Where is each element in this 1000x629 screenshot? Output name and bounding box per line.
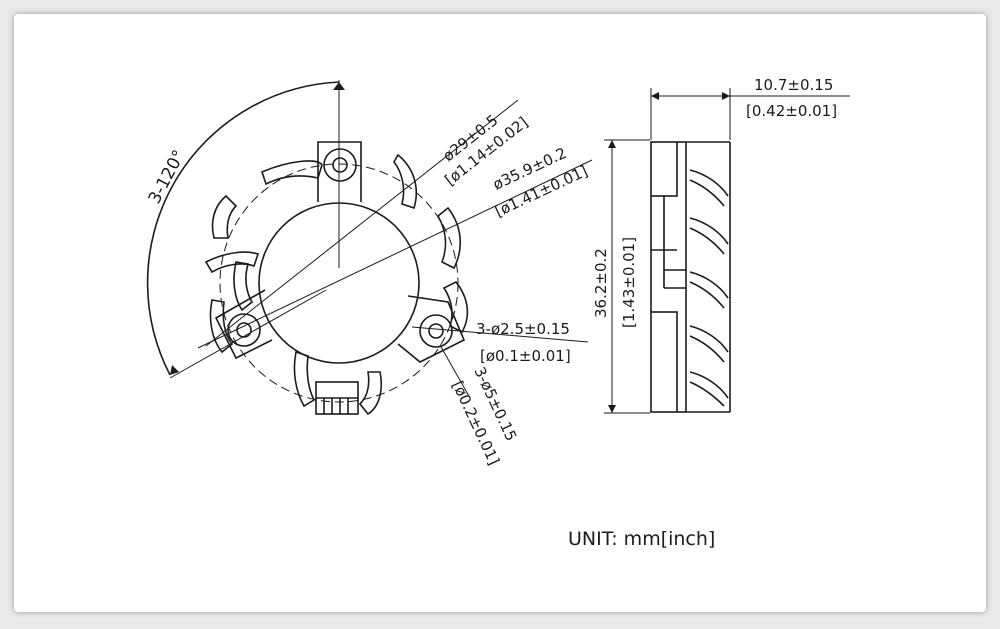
top-pad <box>323 148 357 182</box>
right-hole <box>428 323 444 339</box>
height-inch-label: [1.43±0.01] <box>620 237 638 328</box>
side-body <box>650 141 731 413</box>
left-mount-tab <box>214 289 273 360</box>
top-hole <box>332 157 348 173</box>
fan-side-view: 10.7±0.15 [0.42±0.01] 36.2±0.2 [1.43±0.0… <box>592 76 850 414</box>
hole-inch-label: [ø0.1±0.01] <box>480 347 571 365</box>
right-mount-tab <box>397 295 466 363</box>
unit-label: UNIT: mm[inch] <box>568 528 716 550</box>
left-hole <box>236 322 252 338</box>
height-label: 36.2±0.2 <box>592 248 610 318</box>
connector <box>315 381 359 415</box>
hole-label: 3-ø2.5±0.15 <box>476 320 570 338</box>
thickness-label: 10.7±0.15 <box>754 76 833 94</box>
thickness-inch-label: [0.42±0.01] <box>746 102 837 120</box>
right-pad <box>419 314 453 348</box>
fan-blades <box>204 153 469 416</box>
fan-front-view: 3-120° ø29±0.5 [ø1.14±0.02] ø35.9±0.2 [ø… <box>145 80 593 468</box>
angle-arc <box>146 81 340 376</box>
angle-label: 3-120° <box>145 147 190 208</box>
side-blades <box>689 169 729 407</box>
left-pad <box>227 313 261 347</box>
